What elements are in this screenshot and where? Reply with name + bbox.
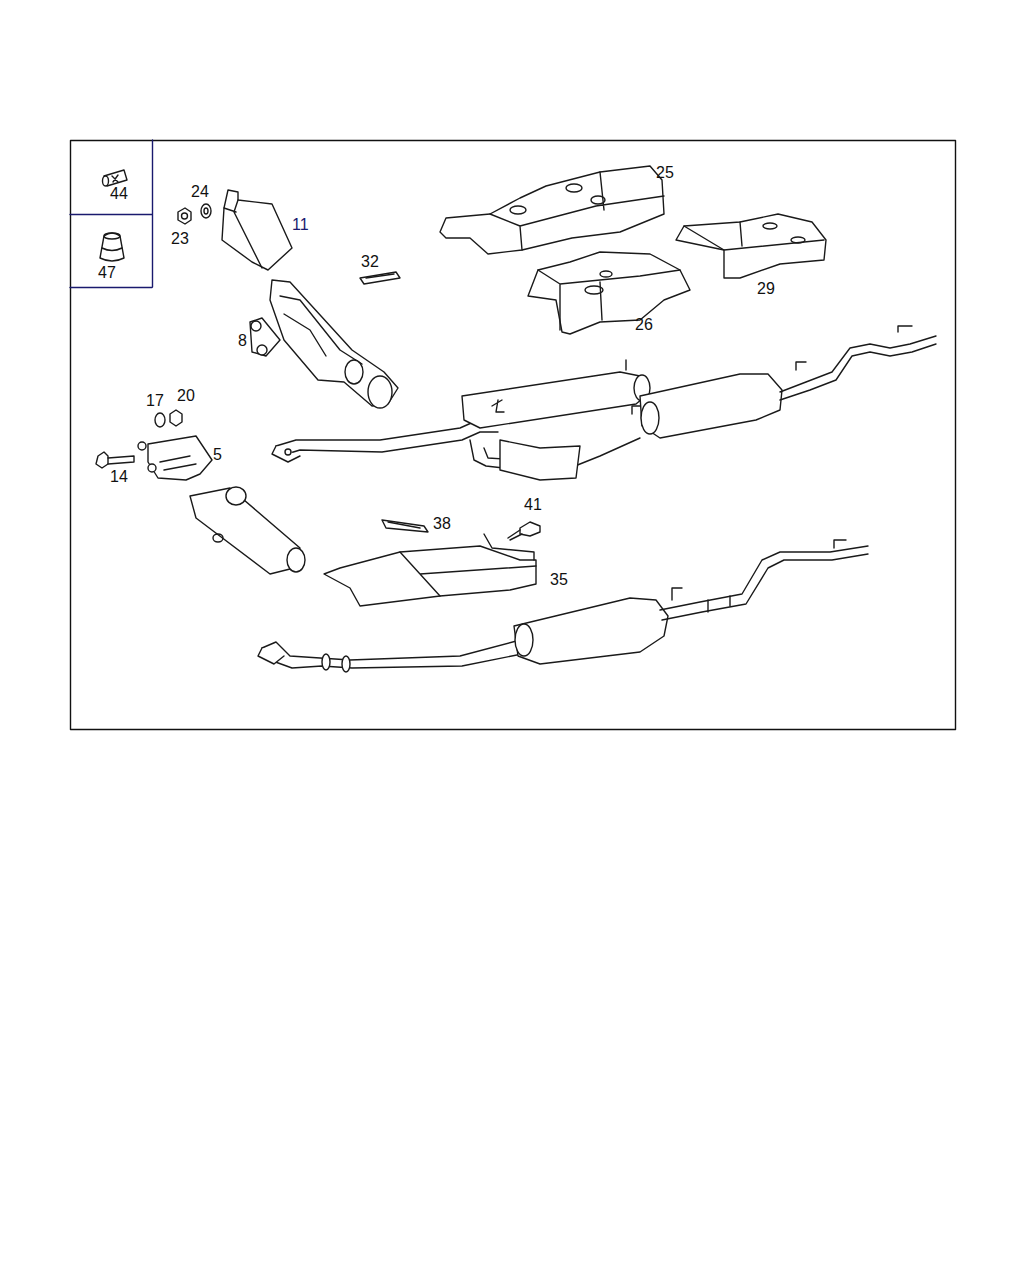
panel-divider [70,214,152,215]
callout-number: 17 [146,393,164,409]
front-pipe [250,280,398,408]
callout-number: 35 [550,572,568,588]
callout-number: 41 [524,497,542,513]
frame [71,141,956,730]
callout-number: 26 [635,317,653,333]
washer [155,413,165,427]
part-box: 44 [70,140,153,215]
callout-number: 44 [110,185,128,203]
callout-number: 14 [110,469,128,485]
buffer-icon [100,233,124,261]
sleeve-icon [103,170,128,186]
clamp-strip [382,520,428,532]
heat-shield [676,214,826,278]
callout-number: 32 [361,254,379,270]
part-box: 47 [70,214,153,288]
callout-number: 24 [191,184,209,200]
callout-number: 29 [757,281,775,297]
nut [178,208,191,224]
nut [170,410,182,426]
heat-shield [528,252,690,334]
callout-number: 20 [177,388,195,404]
callout-number: 8 [238,333,247,349]
washer [201,204,211,218]
bracket [138,436,212,480]
clamp-strip [360,272,400,284]
heat-shield [324,546,536,606]
exhaust-system [272,326,936,480]
callout-number: 38 [433,516,451,532]
callout-number: 47 [98,264,116,282]
exhaust-system [258,540,868,672]
callout-number: 11 [292,217,309,233]
silencer [190,487,305,574]
callout-number: 25 [656,165,674,181]
heat-shield [222,190,292,270]
bolt [96,452,108,468]
heat-shield [440,166,664,254]
screw [520,522,540,536]
panel-divider [70,287,152,288]
callout-number: 23 [171,231,189,247]
callout-number: 5 [213,447,222,463]
panel-divider [152,140,153,287]
